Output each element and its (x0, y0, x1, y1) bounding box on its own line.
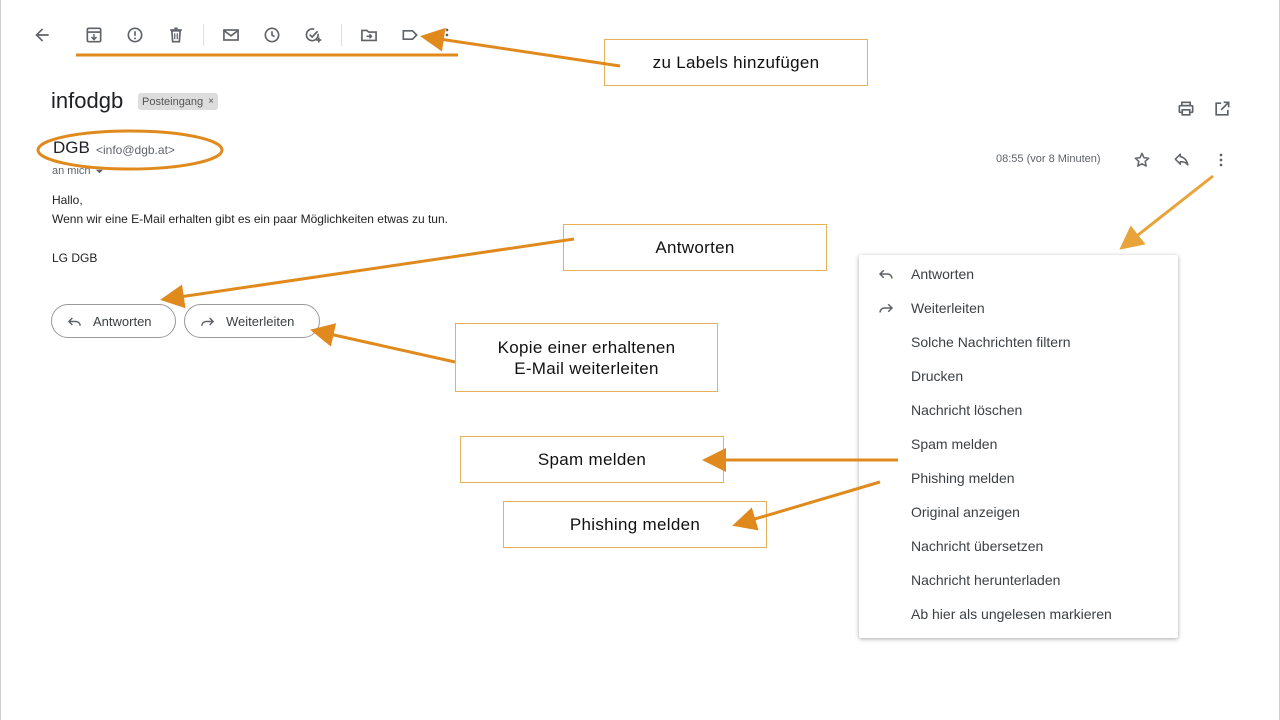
mark-unread-icon[interactable] (219, 23, 243, 47)
toolbar-separator (203, 24, 204, 46)
forward-icon (877, 299, 895, 317)
menu-item-label: Drucken (911, 368, 964, 384)
reply-icon[interactable] (1170, 148, 1194, 172)
callout-forward-line: Kopie einer erhaltenen (497, 337, 676, 357)
reply-button[interactable]: Antworten (51, 304, 176, 338)
menu-item-forward[interactable]: Weiterleiten (859, 293, 1178, 323)
menu-item-print[interactable]: Drucken (859, 361, 1178, 391)
open-in-new-window-icon[interactable] (1210, 97, 1234, 121)
sender-name: DGB (53, 138, 90, 157)
menu-item-label: Nachricht löschen (911, 402, 1023, 418)
email-timestamp: 08:55 (vor 8 Minuten) (996, 153, 1101, 165)
snooze-icon[interactable] (260, 23, 284, 47)
forward-button-label: Weiterleiten (226, 313, 295, 329)
email-body-greeting: Hallo, (52, 193, 83, 207)
callout-reply: Antworten (563, 224, 827, 271)
print-icon[interactable] (1174, 97, 1198, 121)
reply-icon (67, 316, 81, 326)
label-chip-remove-icon[interactable]: × (208, 96, 215, 107)
callout-phishing: Phishing melden (503, 501, 767, 548)
arrow-to-menu (1119, 174, 1214, 250)
more-options-icon[interactable] (1209, 148, 1233, 172)
back-arrow-icon[interactable] (30, 23, 54, 47)
menu-item-label: Nachricht übersetzen (911, 538, 1044, 554)
menu-item-report-spam[interactable]: Spam melden (859, 429, 1178, 459)
menu-item-label: Weiterleiten (911, 300, 985, 316)
sender-email: <info@dgb.at> (96, 143, 175, 157)
menu-item-label: Spam melden (911, 436, 998, 452)
callout-spam: Spam melden (460, 436, 724, 483)
forward-icon (201, 316, 215, 326)
label-icon[interactable] (398, 23, 422, 47)
more-vert-icon[interactable] (435, 23, 459, 47)
reply-button-label: Antworten (93, 313, 152, 329)
toolbar-separator (341, 24, 342, 46)
menu-item-label: Original anzeigen (911, 504, 1020, 520)
delete-icon[interactable] (164, 23, 188, 47)
label-chip-text: Posteingang (142, 95, 204, 108)
email-subject: infodgb (51, 88, 124, 113)
menu-item-show-original[interactable]: Original anzeigen (859, 497, 1178, 527)
callout-forward-line: E-Mail weiterleiten (514, 358, 659, 378)
menu-item-label: Solche Nachrichten filtern (911, 334, 1071, 350)
menu-item-delete[interactable]: Nachricht löschen (859, 395, 1178, 425)
recipient-details[interactable]: an mich (52, 165, 104, 177)
reply-icon (877, 265, 895, 283)
menu-item-label: Phishing melden (911, 470, 1015, 486)
callout-forward: Kopie einer erhaltenen E-Mail weiterleit… (455, 323, 718, 392)
menu-item-label: Antworten (911, 266, 975, 282)
callout-add-labels: zu Labels hinzufügen (604, 39, 868, 86)
recipient-text: an mich (52, 165, 91, 177)
email-body-line: Wenn wir eine E-Mail erhalten gibt es ei… (52, 212, 448, 226)
report-spam-icon[interactable] (123, 23, 147, 47)
frame-left-edge (0, 0, 1, 720)
menu-item-filter[interactable]: Solche Nachrichten filtern (859, 327, 1178, 357)
menu-item-report-phishing[interactable]: Phishing melden (859, 463, 1178, 493)
label-chip-inbox[interactable]: Posteingang × (138, 93, 219, 110)
menu-item-translate[interactable]: Nachricht übersetzen (859, 531, 1178, 561)
add-to-tasks-icon[interactable] (301, 23, 325, 47)
star-icon[interactable] (1130, 148, 1154, 172)
menu-item-label: Ab hier als ungelesen markieren (911, 606, 1112, 622)
menu-item-label: Nachricht herunterladen (911, 572, 1061, 588)
menu-item-mark-unread-from-here[interactable]: Ab hier als ungelesen markieren (859, 599, 1178, 629)
move-to-icon[interactable] (357, 23, 381, 47)
menu-item-download[interactable]: Nachricht herunterladen (859, 565, 1178, 595)
chevron-down-icon (95, 169, 103, 173)
email-body-signoff: LG DGB (52, 251, 98, 265)
arrow-to-forward-button (310, 323, 456, 364)
menu-item-reply[interactable]: Antworten (859, 259, 1178, 289)
archive-icon[interactable] (82, 23, 106, 47)
more-options-menu: Antworten Weiterleiten Solche Nachrichte… (859, 255, 1178, 638)
arrow-to-reply-button (160, 237, 575, 309)
forward-button[interactable]: Weiterleiten (184, 304, 320, 338)
